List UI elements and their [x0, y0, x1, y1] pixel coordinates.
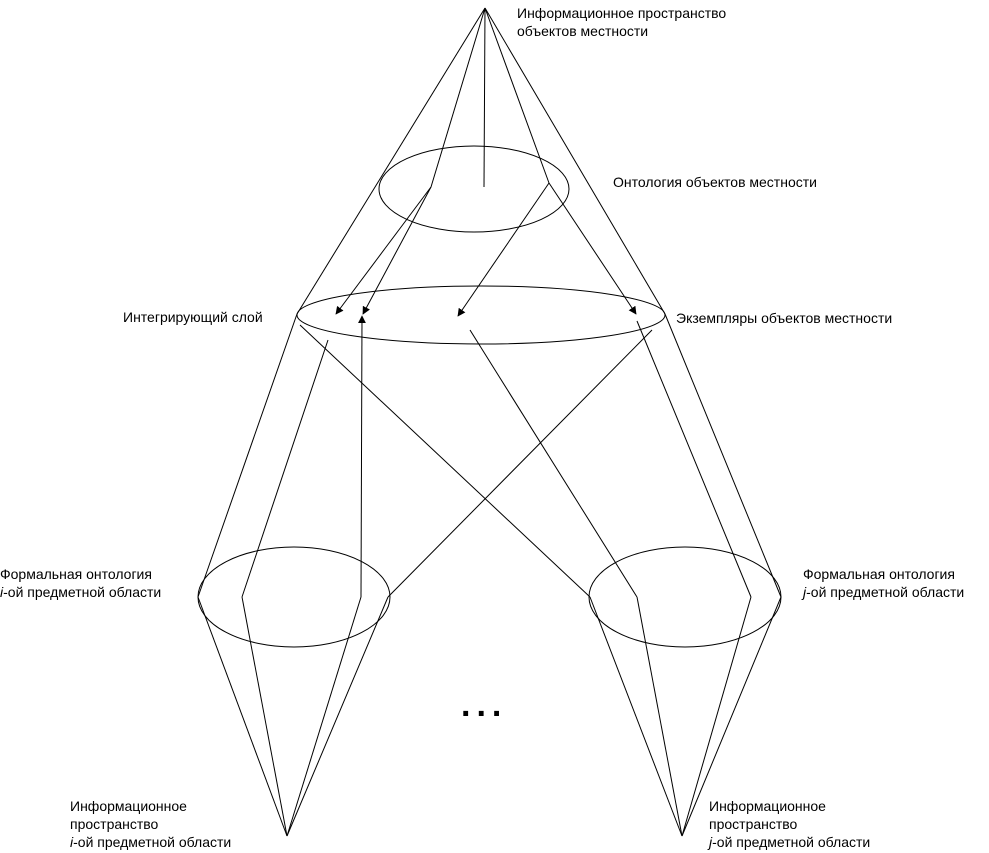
formal-ontology-i-var: i [0, 584, 4, 600]
information-space-j-line3-rest: -ой предметной области [712, 834, 871, 850]
outer-sides [197, 313, 782, 598]
formal-ontology-j-line1: Формальная онтология [803, 566, 955, 582]
formal-ontology-i-line1: Формальная онтология [0, 566, 152, 582]
information-space-j-line2: пространство [709, 816, 798, 832]
formal-ontology-j-line2: j-ой предметной области [803, 583, 964, 601]
formal-ontology-i-line2-rest: -ой предметной области [3, 584, 162, 600]
information-space-i-line2: пространство [70, 816, 159, 832]
crossing-lines [299, 324, 653, 598]
information-space-j-label: Информационное пространство j-ой предмет… [709, 797, 870, 851]
information-space-i-var: i [70, 834, 74, 850]
top-cone [296, 7, 666, 315]
integrating-layer-ellipse [296, 285, 666, 345]
information-space-i-label: Информационное пространство i-ой предмет… [70, 797, 231, 851]
arrow-ontology-to-layer-left [335, 186, 432, 315]
integrating-layer-label: Интегрирующий слой [123, 309, 263, 325]
arrow-formal-i-to-layer [357, 315, 366, 598]
arrows [335, 182, 637, 598]
top-space-label: Информационное пространство объектов мес… [517, 4, 726, 40]
instances-label: Экземпляры объектов местности [676, 310, 893, 326]
arrow-ontology-to-layer-right [548, 182, 637, 315]
formal-ontology-i-label: Формальная онтология i-ой предметной обл… [0, 565, 161, 601]
top-space-label-line1: Информационное пространство [517, 5, 727, 21]
arrow-ontology-to-layer-center [457, 182, 550, 317]
information-space-j-line1: Информационное [709, 798, 826, 814]
information-space-j-line3: j-ой предметной области [709, 833, 870, 851]
ontology-ellipse [378, 145, 570, 233]
formal-ontology-j-line2-rest: -ой предметной области [806, 584, 965, 600]
arrow-top-cone-to-layer [362, 186, 432, 315]
formal-ontology-i-line2: i-ой предметной области [0, 583, 161, 601]
information-space-i-line3: i-ой предметной области [70, 833, 231, 851]
information-space-j-var: j [709, 834, 713, 850]
right-domain-lines [469, 320, 782, 837]
top-space-label-line2: объектов местности [517, 23, 649, 39]
information-space-i-line1: Информационное [70, 798, 187, 814]
information-space-i-line3-rest: -ой предметной области [73, 834, 232, 850]
ontology-label: Онтология объектов местности [613, 174, 817, 190]
formal-ontology-j-label: Формальная онтология j-ой предметной обл… [803, 565, 964, 601]
left-domain-lines [197, 339, 389, 837]
formal-ontology-j-ellipse [588, 546, 782, 648]
formal-ontology-j-var: j [803, 584, 807, 600]
ellipsis: ... [461, 686, 508, 724]
